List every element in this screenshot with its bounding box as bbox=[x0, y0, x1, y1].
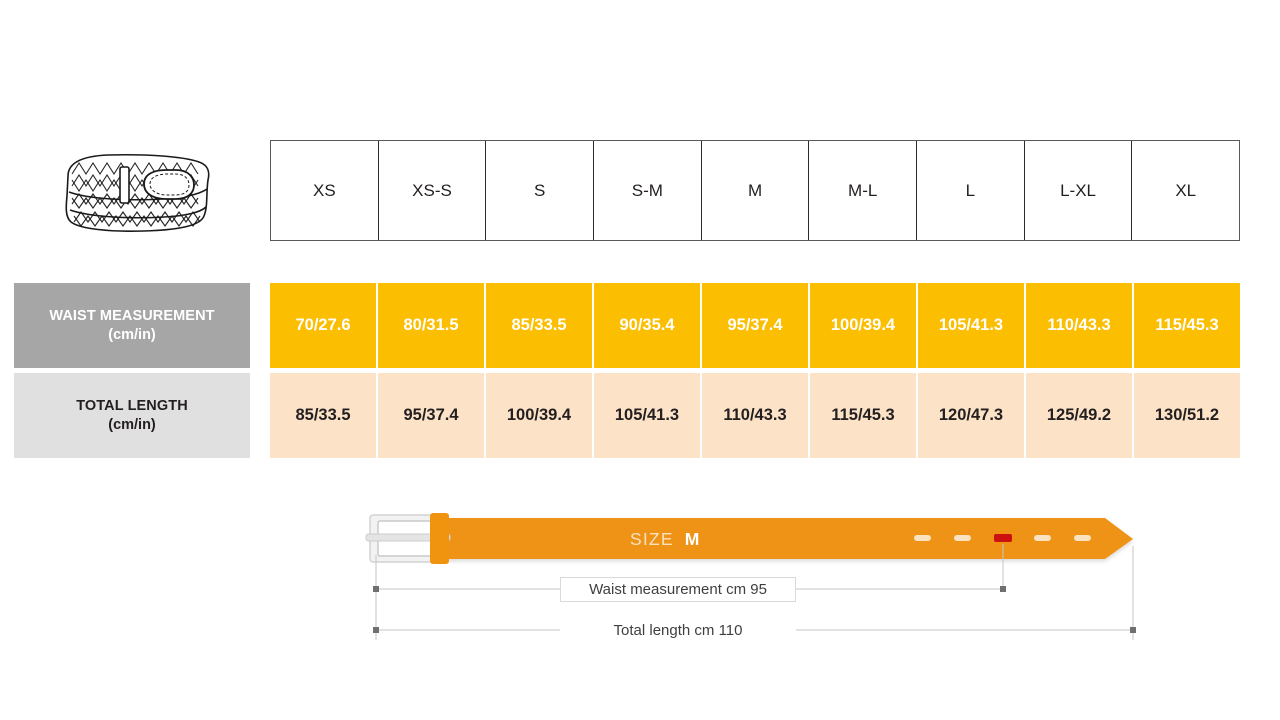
belt-strap bbox=[436, 518, 1133, 559]
waist-value-cell: 110/43.3 bbox=[1026, 283, 1134, 368]
length-value-cell: 85/33.5 bbox=[270, 373, 378, 458]
belt-buckle-icon bbox=[365, 514, 451, 563]
waist-value-cell: 85/33.5 bbox=[486, 283, 594, 368]
waist-value-cell: 90/35.4 bbox=[594, 283, 702, 368]
total-length-label: TOTAL LENGTH (cm/in) bbox=[14, 373, 250, 458]
size-header-table: XS XS-S S S-M M M-L L L-XL XL bbox=[270, 140, 1240, 241]
belt-measurement-diagram bbox=[350, 500, 1150, 650]
size-header-cell: L bbox=[917, 141, 1025, 240]
belt-holes bbox=[914, 534, 1091, 542]
length-value-cell: 130/51.2 bbox=[1134, 373, 1240, 458]
size-header-cell: M-L bbox=[809, 141, 918, 240]
dimension-extension-lines bbox=[375, 544, 1134, 640]
waist-value-cell: 95/37.4 bbox=[702, 283, 810, 368]
belt-hole bbox=[1034, 535, 1051, 541]
length-label-line2: (cm/in) bbox=[108, 416, 156, 433]
waist-measurement-label: WAIST MEASUREMENT (cm/in) bbox=[14, 283, 250, 368]
length-value-cell: 120/47.3 bbox=[918, 373, 1026, 458]
waist-value-cell: 115/45.3 bbox=[1134, 283, 1240, 368]
length-label-line1: TOTAL LENGTH bbox=[76, 398, 188, 415]
length-value-cell: 105/41.3 bbox=[594, 373, 702, 458]
length-value-cell: 110/43.3 bbox=[702, 373, 810, 458]
waist-value-cell: 100/39.4 bbox=[810, 283, 918, 368]
size-header-cell: S bbox=[486, 141, 595, 240]
size-header-cell: XL bbox=[1132, 141, 1240, 240]
waist-label-line2: (cm/in) bbox=[108, 326, 156, 343]
belt-hole bbox=[1074, 535, 1091, 541]
woven-belt-icon bbox=[58, 146, 214, 238]
belt-hole-active bbox=[994, 534, 1012, 542]
waist-dimension-label: Waist measurement cm 95 bbox=[560, 577, 796, 602]
waist-value-cell: 80/31.5 bbox=[378, 283, 486, 368]
size-header-cell: S-M bbox=[594, 141, 702, 240]
length-value-cell: 100/39.4 bbox=[486, 373, 594, 458]
total-length-dimension-label: Total length cm 110 bbox=[560, 618, 796, 642]
waist-label-line1: WAIST MEASUREMENT bbox=[49, 308, 215, 325]
belt-hole bbox=[954, 535, 971, 541]
length-value-cell: 125/49.2 bbox=[1026, 373, 1134, 458]
belt-hole bbox=[914, 535, 931, 541]
waist-value-cell: 105/41.3 bbox=[918, 283, 1026, 368]
size-header-cell: XS bbox=[271, 141, 379, 240]
length-value-cell: 115/45.3 bbox=[810, 373, 918, 458]
belt-keeper-loop bbox=[430, 513, 449, 564]
size-header-cell: L-XL bbox=[1024, 141, 1133, 240]
size-header-cell: XS-S bbox=[378, 141, 487, 240]
waist-value-cell: 70/27.6 bbox=[270, 283, 378, 368]
length-value-cell: 95/37.4 bbox=[378, 373, 486, 458]
waist-measurement-row: 70/27.6 80/31.5 85/33.5 90/35.4 95/37.4 … bbox=[270, 283, 1240, 368]
total-length-row: 85/33.5 95/37.4 100/39.4 105/41.3 110/43… bbox=[270, 373, 1240, 458]
size-header-cell: M bbox=[701, 141, 810, 240]
